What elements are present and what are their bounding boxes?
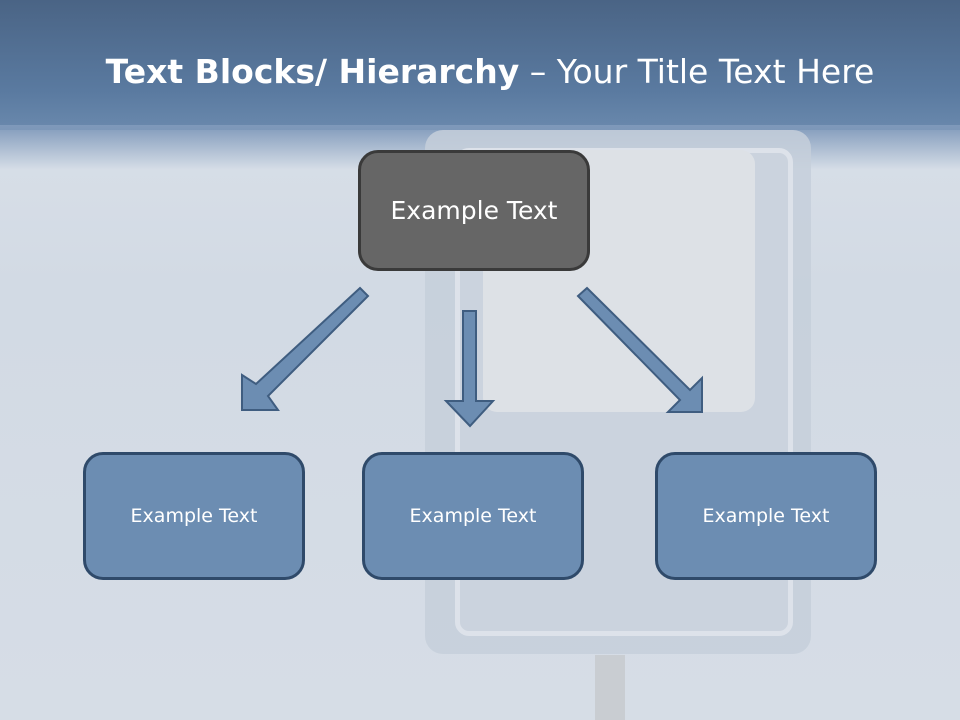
top-node[interactable]: Example Text <box>358 150 590 271</box>
title-rest: Your Title Text Here <box>556 52 875 91</box>
slide-title: Text Blocks/ Hierarchy – Your Title Text… <box>0 52 960 91</box>
background-sign-pole <box>595 655 625 720</box>
child-node-label: Example Text <box>702 505 830 527</box>
arrow-down-icon <box>443 310 496 428</box>
child-node-1[interactable]: Example Text <box>83 452 305 580</box>
child-node-label: Example Text <box>409 505 537 527</box>
title-separator: – <box>519 52 557 91</box>
top-node-label: Example Text <box>390 196 558 225</box>
title-bold: Text Blocks/ Hierarchy <box>105 52 520 91</box>
title-banner <box>0 0 960 130</box>
arrow-right-icon <box>576 286 703 413</box>
arrow-left-icon <box>241 286 370 411</box>
child-node-3[interactable]: Example Text <box>655 452 877 580</box>
child-node-label: Example Text <box>130 505 258 527</box>
child-node-2[interactable]: Example Text <box>362 452 584 580</box>
